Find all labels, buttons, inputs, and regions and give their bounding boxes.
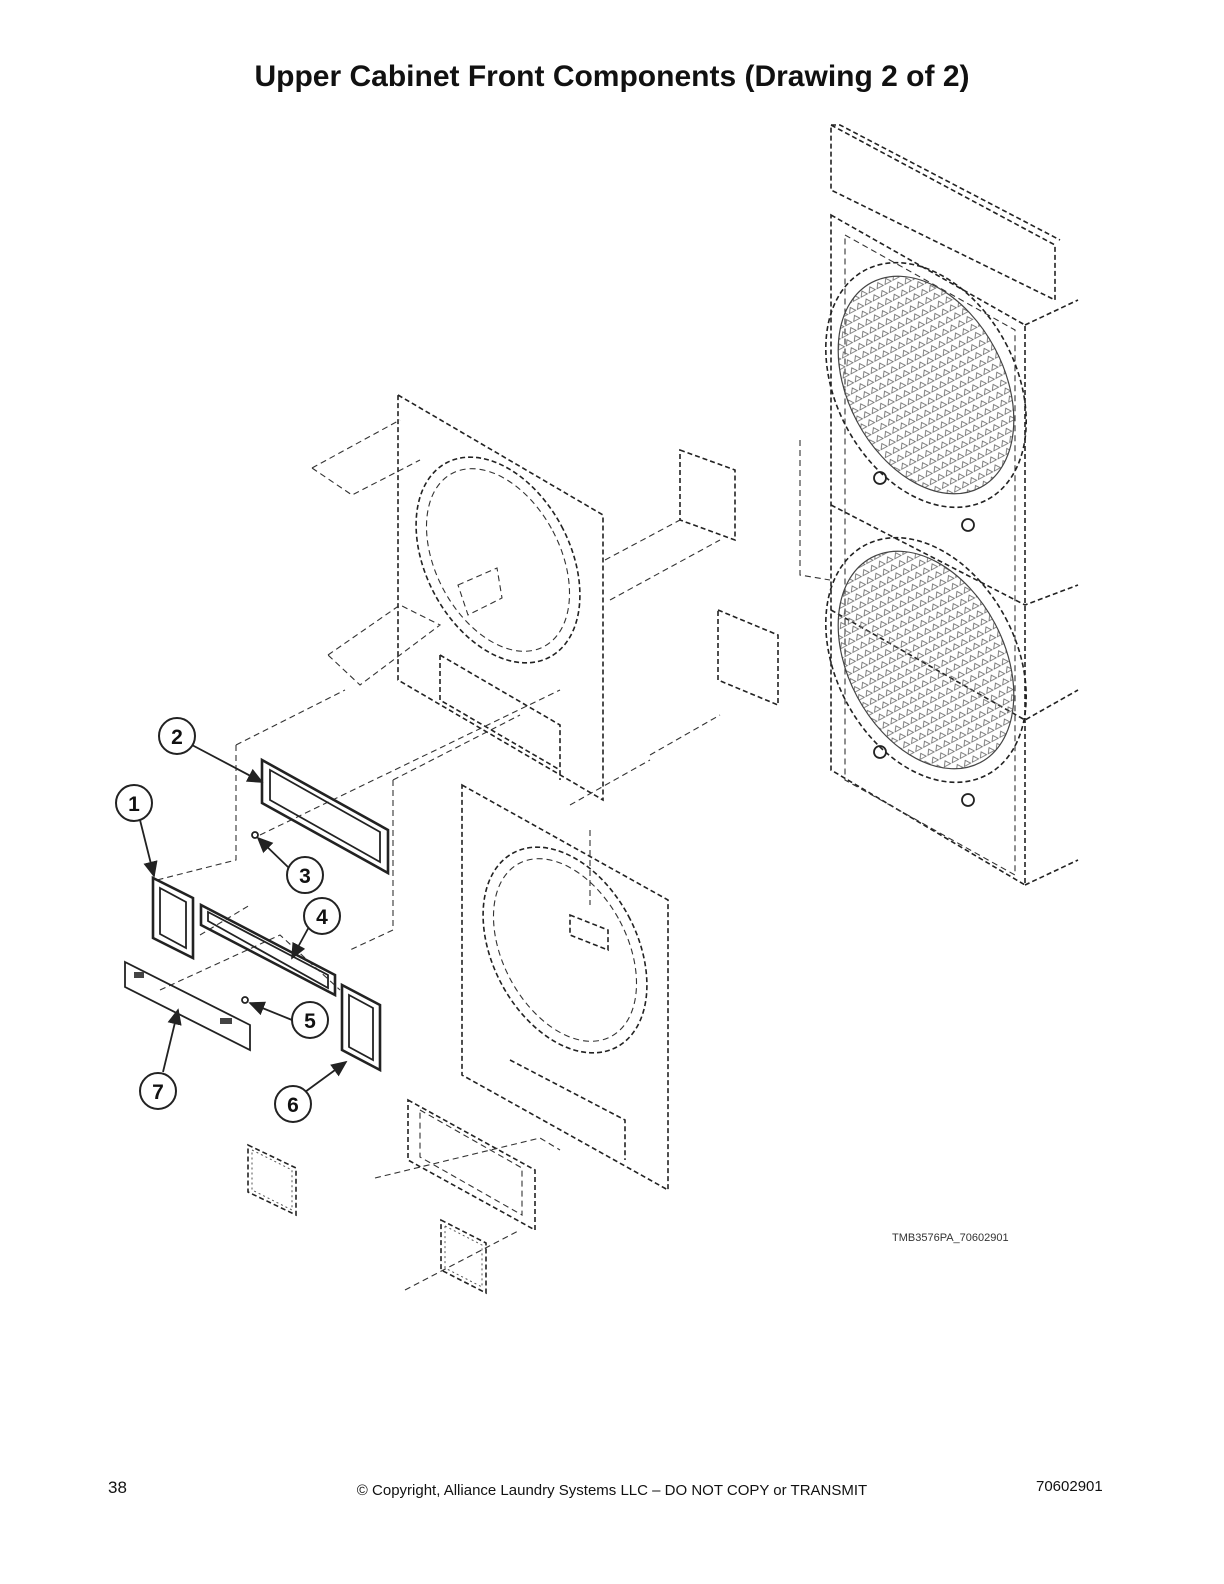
screws	[241, 831, 259, 1004]
part-7-overlay	[124, 960, 251, 1052]
callout-6: 6	[274, 1085, 312, 1123]
overlay-icon	[134, 972, 144, 978]
leader-7	[162, 1008, 182, 1073]
part-2-frame	[260, 757, 390, 876]
callout-label: 5	[304, 1010, 316, 1033]
callout-label: 3	[299, 865, 311, 888]
page-number: 38	[108, 1478, 127, 1497]
alignment-lines	[156, 689, 561, 991]
overlay-icon	[220, 1018, 232, 1024]
callout-2: 2	[158, 717, 196, 755]
document-number: 70602901	[1036, 1478, 1103, 1495]
vent-grilles	[247, 1143, 487, 1295]
callout-leaders	[139, 744, 348, 1093]
callout-3: 3	[286, 856, 324, 894]
part-6-bezel	[340, 982, 382, 1073]
callout-label: 7	[152, 1081, 164, 1104]
part-3-screw	[251, 831, 259, 839]
callout-label: 2	[171, 726, 183, 749]
part-1-bezel	[151, 875, 195, 961]
part-5-screw	[241, 996, 249, 1004]
copyright-notice: © Copyright, Alliance Laundry Systems LL…	[356, 1482, 868, 1499]
callout-label: 4	[316, 906, 328, 929]
callout-5: 5	[291, 1001, 329, 1039]
lower-front-panel	[374, 783, 669, 1291]
leader-4	[291, 924, 311, 960]
callout-1: 1	[115, 784, 153, 822]
drawing-id-label: TMB3576PA_70602901	[892, 1232, 1009, 1244]
leader-1	[139, 819, 158, 878]
leader-5	[248, 1001, 293, 1021]
callout-label: 6	[287, 1094, 299, 1117]
upper-front-panel	[311, 393, 779, 806]
page-title: Upper Cabinet Front Components (Drawing …	[254, 60, 970, 93]
callout-7: 7	[139, 1072, 177, 1110]
part-4-gasket	[199, 902, 337, 998]
callout-4: 4	[303, 897, 341, 935]
leader-2	[191, 744, 264, 783]
stacked-cabinet-assembly	[799, 124, 1079, 887]
callout-label: 1	[128, 793, 140, 816]
leader-3	[256, 836, 290, 869]
leader-6	[304, 1060, 348, 1093]
